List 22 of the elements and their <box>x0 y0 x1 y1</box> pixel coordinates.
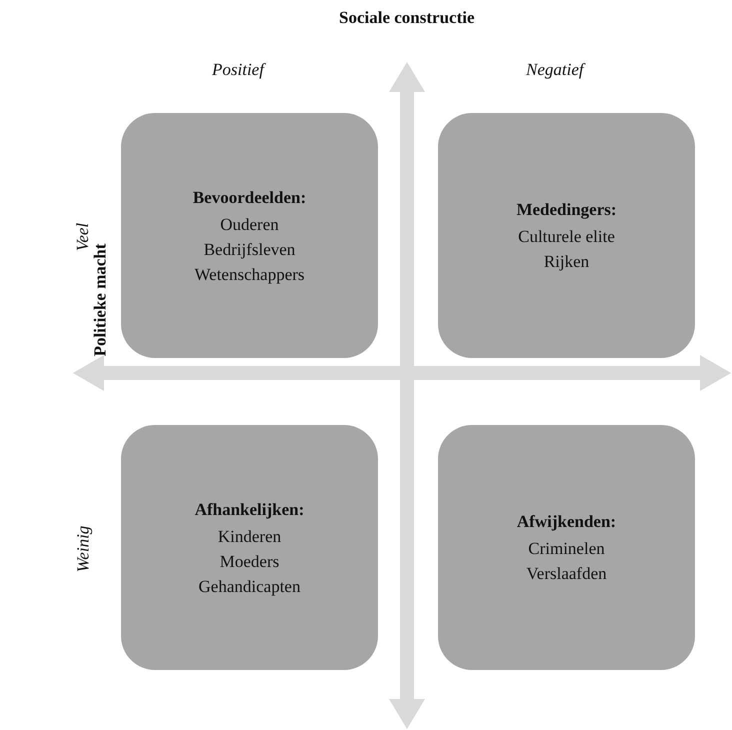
axis-pole-label: Weinig <box>72 526 93 572</box>
quadrant-box <box>121 113 378 358</box>
group-name: Rijken <box>544 251 590 273</box>
axis-title: Sociale constructie <box>339 8 474 28</box>
group-name: Criminelen <box>528 538 605 560</box>
category-heading: Mededingers: <box>516 199 617 221</box>
axis-pole-label: Negatief <box>526 60 584 80</box>
axis-pole-label: Positief <box>212 60 264 80</box>
group-name: Verslaafden <box>526 563 607 585</box>
quadrant-box <box>438 425 695 670</box>
group-name: Gehandicapten <box>198 576 300 598</box>
group-name: Bedrijfsleven <box>204 238 296 261</box>
group-name: Wetenschappers <box>194 264 305 286</box>
category-heading: Afwijkenden: <box>516 511 616 533</box>
quadrant-box <box>438 113 695 358</box>
group-name: Culturele elite <box>518 226 615 248</box>
group-name: Kinderen <box>218 526 282 548</box>
group-name: Ouderen <box>220 214 279 236</box>
category-heading: Afhankelijken: <box>194 498 304 521</box>
group-name: Moeders <box>220 550 280 572</box>
category-heading: Bevoordeelden: <box>192 186 306 208</box>
quadrant-box <box>121 425 378 670</box>
